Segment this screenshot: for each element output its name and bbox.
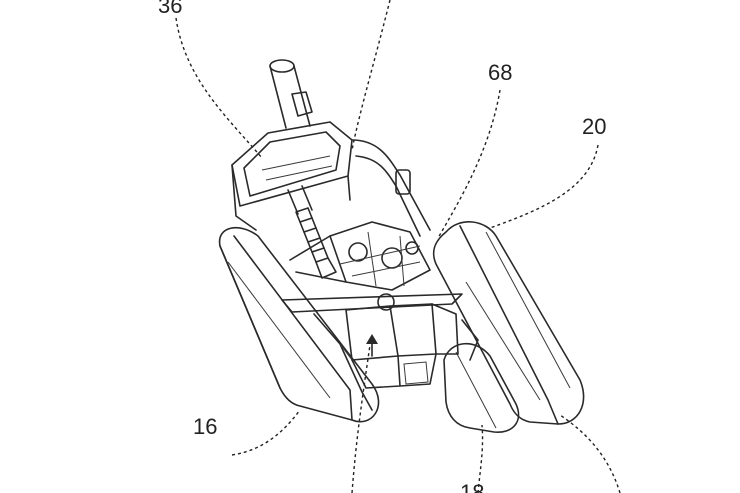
reference-numeral-36: 36 (158, 0, 182, 18)
leader-line-68 (437, 89, 501, 239)
leader-line-20 (489, 144, 599, 229)
shock-absorber (287, 185, 337, 279)
lower-frame (313, 313, 479, 411)
rear-wheel (443, 342, 520, 433)
reference-numeral-18: 18 (460, 480, 484, 493)
arrow-icon (366, 334, 378, 344)
central-housing (345, 303, 459, 389)
leader-line-18 (477, 424, 484, 493)
reference-numeral-16: 16 (193, 414, 217, 439)
tilt-mechanism (289, 221, 431, 291)
leader-line-arrow (351, 344, 371, 493)
left-front-wheel (218, 227, 380, 423)
leader-line-top (351, 0, 391, 151)
right-front-wheel (432, 221, 585, 425)
leader-line-16 (231, 409, 301, 456)
leader-lines (175, 0, 621, 493)
reference-numeral-68: 68 (488, 60, 512, 85)
front-body (231, 121, 431, 237)
pivot-bolt (377, 293, 395, 311)
steering-column (269, 59, 313, 129)
reference-numeral-20: 20 (582, 114, 606, 139)
leader-line-36 (175, 17, 263, 159)
leader-line-right (559, 414, 621, 493)
